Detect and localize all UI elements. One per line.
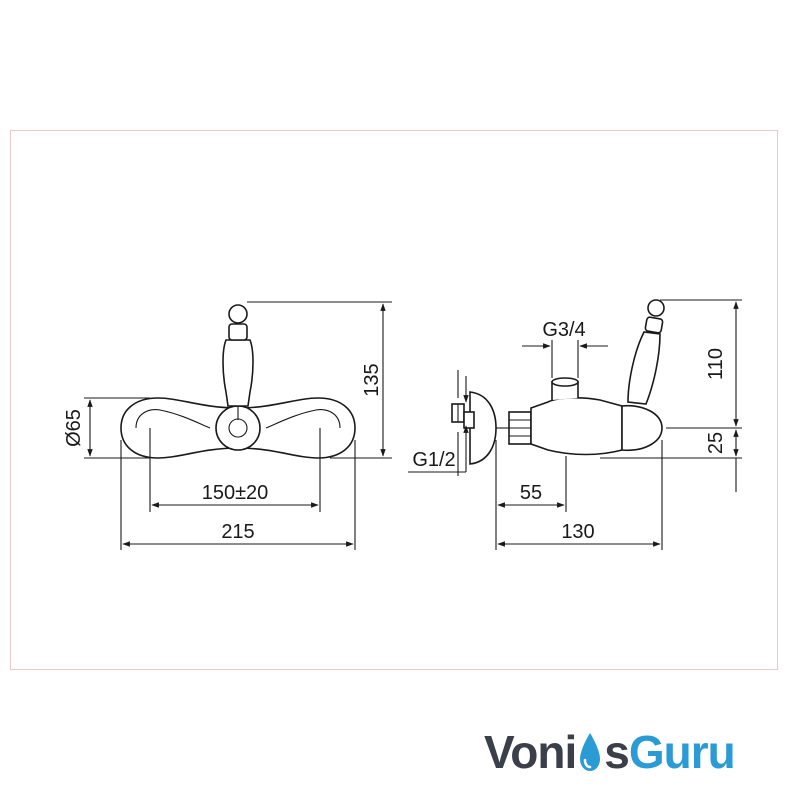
front-right-inner-curve [265, 409, 341, 429]
side-handle-knob [647, 299, 665, 317]
dim-text-overall-depth: 130 [561, 521, 594, 543]
side-handle [627, 331, 661, 405]
dim-text-center-spacing: 150±20 [202, 482, 269, 504]
brand-text-part2: s [604, 726, 630, 778]
dim-text-handle-height: 110 [705, 348, 727, 380]
brand-text-part1: Voni [484, 726, 577, 778]
front-handle-ring [228, 323, 248, 341]
front-handle-knob [228, 304, 248, 324]
side-handle-ring [644, 316, 664, 334]
front-view: 135 Ø65 150±20 215 [63, 301, 392, 550]
water-drop-icon [577, 729, 603, 775]
dim-text-inlet-depth: 55 [520, 482, 542, 504]
dim-text-diameter: Ø65 [63, 409, 85, 447]
side-view: G3/4 110 G1/2 25 55 130 [408, 299, 742, 550]
front-left-inner-curve [135, 409, 211, 429]
drawing-frame [10, 130, 778, 670]
side-main-body [530, 397, 623, 456]
brand-logo: Voni s Guru [484, 722, 736, 782]
dim-text-overall-width: 215 [221, 521, 254, 543]
dim-text-offset: 25 [705, 432, 727, 454]
front-handle [222, 339, 254, 407]
dim-text-inlet-thread: G1/2 [412, 449, 455, 471]
dim-text-height: 135 [361, 363, 383, 396]
dim-text-outlet-thread: G3/4 [542, 319, 585, 341]
brand-text-part3: Guru [628, 726, 736, 778]
side-valve-cap [621, 404, 663, 452]
